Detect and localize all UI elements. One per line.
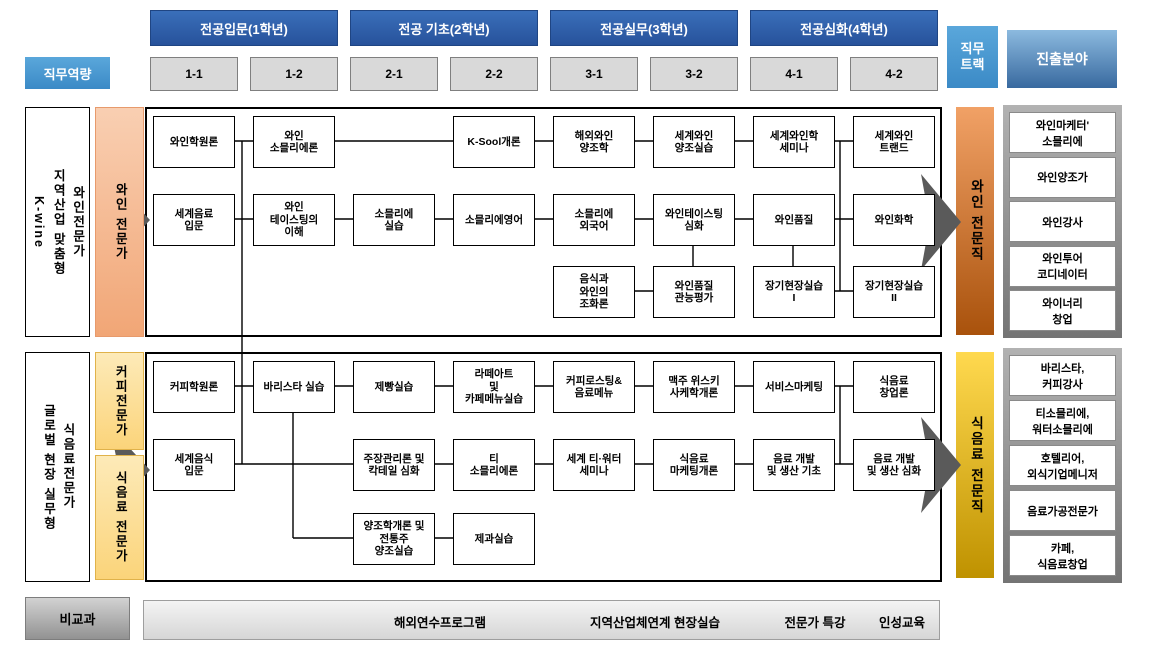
course-box: 와인학원론 bbox=[153, 116, 235, 168]
course-box: 와인화학 bbox=[853, 194, 935, 246]
semester-box: 1-1 bbox=[150, 57, 238, 91]
extracurricular-item: 지역산업체연계 현장실습 bbox=[590, 616, 720, 630]
career-box: 와인투어 코디네이터 bbox=[1009, 245, 1116, 287]
career-box: 바리스타, 커피강사 bbox=[1009, 355, 1116, 396]
course-box: 서비스마케팅 bbox=[753, 361, 835, 413]
semester-box: 1-2 bbox=[250, 57, 338, 91]
course-box: 장기현장실습 I bbox=[753, 266, 835, 318]
extracurricular-item: 인성교육 bbox=[878, 616, 926, 630]
semester-box: 4-2 bbox=[850, 57, 938, 91]
course-box: 와인 소믈리에론 bbox=[253, 116, 335, 168]
course-box: 커피로스팅& 음료메뉴 bbox=[553, 361, 635, 413]
food-track-left-label-text: 식음료전문가 글로벌 현장 실무형 bbox=[41, 403, 75, 531]
competency-box-label: 식음료 전문가 bbox=[113, 471, 128, 564]
course-box: 세계와인학 세미나 bbox=[753, 116, 835, 168]
wine-track-left-label-text: 와인전문가 지역산업 맞춤형 K-wine bbox=[31, 168, 85, 276]
extracurricular-item: 전문가 특강 bbox=[784, 616, 846, 630]
course-box: 제과실습 bbox=[453, 513, 535, 565]
career-field-header: 진출분야 bbox=[1007, 30, 1117, 88]
year-header: 전공 기초(2학년) bbox=[350, 10, 538, 46]
food-track-left-label: 식음료전문가 글로벌 현장 실무형 bbox=[25, 352, 90, 582]
semester-box: 2-1 bbox=[350, 57, 438, 91]
semester-box: 2-2 bbox=[450, 57, 538, 91]
course-box: 와인 테이스팅의 이해 bbox=[253, 194, 335, 246]
course-box: 소믈리에 실습 bbox=[353, 194, 435, 246]
course-box: 바리스타 실습 bbox=[253, 361, 335, 413]
course-box: 와인품질 bbox=[753, 194, 835, 246]
course-box: 세계음료 입문 bbox=[153, 194, 235, 246]
course-box: 제빵실습 bbox=[353, 361, 435, 413]
extracurricular-item: 해외연수프로그램 bbox=[393, 616, 487, 630]
career-box: 카페, 식음료창업 bbox=[1009, 535, 1116, 576]
career-box: 티소믈리에, 워터소믈리에 bbox=[1009, 400, 1116, 441]
year-header: 전공입문(1학년) bbox=[150, 10, 338, 46]
course-box: 맥주 위스키 사케학개론 bbox=[653, 361, 735, 413]
semester-box: 4-1 bbox=[750, 57, 838, 91]
career-box: 음료가공전문가 bbox=[1009, 490, 1116, 531]
food-job-track-label: 식음료 전문직 bbox=[968, 415, 984, 515]
course-box: 세계와인 트랜드 bbox=[853, 116, 935, 168]
extracurricular-bar bbox=[143, 600, 940, 640]
course-box: 해외와인 양조학 bbox=[553, 116, 635, 168]
course-box: 세계음식 입문 bbox=[153, 439, 235, 491]
career-box: 호텔리어, 외식기업메니저 bbox=[1009, 445, 1116, 486]
semester-box: 3-1 bbox=[550, 57, 638, 91]
competency-box: 식음료 전문가 bbox=[95, 455, 144, 580]
course-box: 음식과 와인의 조화론 bbox=[553, 266, 635, 318]
semester-box: 3-2 bbox=[650, 57, 738, 91]
career-box: 와이너리 창업 bbox=[1009, 290, 1116, 331]
wine-job-track-box: 와인 전문직 bbox=[956, 107, 994, 335]
course-box: 음료 개발 및 생산 기초 bbox=[753, 439, 835, 491]
year-header: 전공심화(4학년) bbox=[750, 10, 938, 46]
competency-box-label: 커피전문가 bbox=[113, 364, 128, 438]
course-box: 커피학원론 bbox=[153, 361, 235, 413]
competency-header: 직무역량 bbox=[25, 57, 110, 89]
course-box: K-Sool개론 bbox=[453, 116, 535, 168]
career-box: 와인강사 bbox=[1009, 201, 1116, 242]
career-box: 와인양조가 bbox=[1009, 156, 1116, 198]
course-box: 음료 개발 및 생산 심화 bbox=[853, 439, 935, 491]
extracurricular-label-box: 비교과 bbox=[25, 597, 130, 640]
wine-job-track-label: 와인 전문직 bbox=[968, 179, 984, 263]
course-box: 티 소믈리에론 bbox=[453, 439, 535, 491]
year-header: 전공실무(3학년) bbox=[550, 10, 738, 46]
course-box: 소믈리에 외국어 bbox=[553, 194, 635, 246]
course-box: 세계 티·워터 세미나 bbox=[553, 439, 635, 491]
competency-box: 커피전문가 bbox=[95, 352, 144, 450]
course-box: 주장관리론 및 칵테일 심화 bbox=[353, 439, 435, 491]
wine-track-left-label: 와인전문가 지역산업 맞춤형 K-wine bbox=[25, 107, 90, 337]
course-box: 세계와인 양조실습 bbox=[653, 116, 735, 168]
food-job-track-box: 식음료 전문직 bbox=[956, 352, 994, 578]
competency-box-label: 와인 전문가 bbox=[113, 183, 128, 261]
job-track-header: 직무 트랙 bbox=[947, 26, 998, 88]
course-box: 소믈리에영어 bbox=[453, 194, 535, 246]
course-box: 와인품질 관능평가 bbox=[653, 266, 735, 318]
competency-box: 와인 전문가 bbox=[95, 107, 144, 337]
career-box: 와인마케터' 소믈리에 bbox=[1009, 112, 1116, 153]
course-box: 식음료 창업론 bbox=[853, 361, 935, 413]
course-box: 장기현장실습 II bbox=[853, 266, 935, 318]
course-box: 양조학개론 및 전통주 양조실습 bbox=[353, 513, 435, 565]
course-box: 와인테이스팅 심화 bbox=[653, 194, 735, 246]
course-box: 식음료 마케팅개론 bbox=[653, 439, 735, 491]
course-box: 라떼아트 및 카페메뉴실습 bbox=[453, 361, 535, 413]
